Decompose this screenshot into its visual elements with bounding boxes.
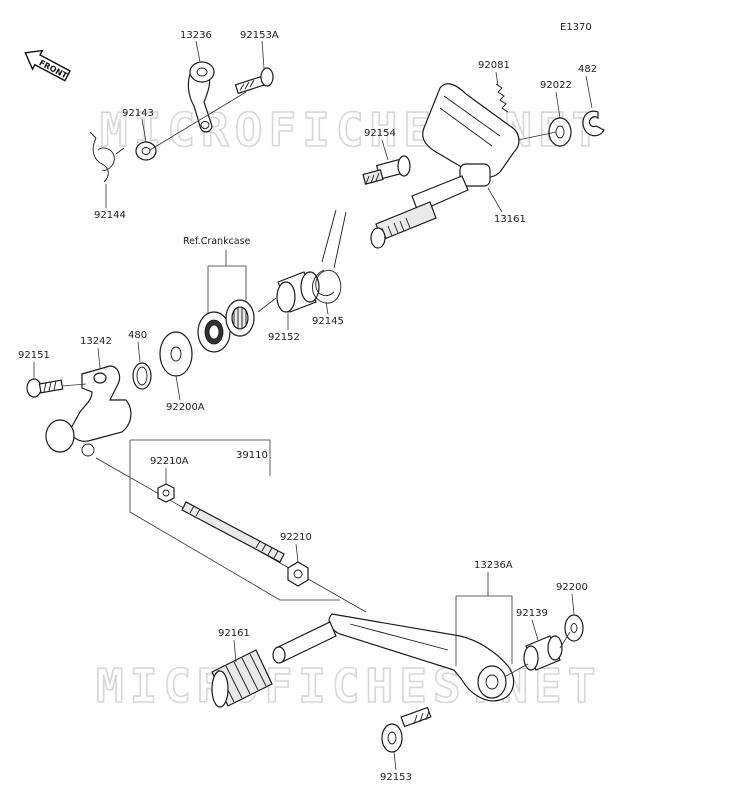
- label-92210A: 92210A: [150, 456, 189, 467]
- part-92161-pedal-rubber: [211, 649, 273, 708]
- part-92143-collar: [135, 141, 157, 161]
- label-39110: 39110: [236, 450, 268, 461]
- label-92151: 92151: [18, 350, 50, 361]
- label-92153: 92153: [380, 772, 412, 783]
- part-92210A-nut: [157, 483, 175, 503]
- part-13236A-shift-pedal: [272, 613, 515, 702]
- label-92161: 92161: [218, 628, 250, 639]
- part-labels: 13236 92153A 92143 92144 92081 482 92022…: [18, 30, 597, 783]
- part-92153A-bolt: [234, 67, 274, 95]
- part-92200A-washer: [159, 331, 193, 377]
- part-480-circlip: [132, 362, 152, 390]
- label-13236: 13236: [180, 30, 212, 41]
- label-92152: 92152: [268, 332, 300, 343]
- part-92081-spring: [495, 83, 509, 113]
- part-482-circlip: [582, 110, 605, 137]
- part-oil-seal: [197, 311, 231, 353]
- label-92022: 92022: [540, 80, 572, 91]
- label-92200A: 92200A: [166, 402, 205, 413]
- label-92210: 92210: [280, 532, 312, 543]
- label-92145: 92145: [312, 316, 344, 327]
- part-92151-bolt: [26, 378, 64, 398]
- part-needle-bearing: [225, 299, 255, 337]
- part-92145-return-spring: [312, 209, 347, 304]
- part-92144-spring: [89, 131, 125, 183]
- part-13161-shift-shaft: [370, 83, 520, 249]
- label-92139: 92139: [516, 608, 548, 619]
- label-13242: 13242: [80, 336, 112, 347]
- part-92200-washer: [564, 614, 584, 642]
- label-92143: 92143: [122, 108, 154, 119]
- watermark-top: MICROFICHES.NET: [100, 103, 605, 157]
- label-92153A: 92153A: [240, 30, 279, 41]
- part-92154-bolt: [362, 155, 411, 185]
- part-92153-bolt: [381, 706, 432, 753]
- part-92210-nut: [287, 561, 309, 587]
- label-482: 482: [578, 64, 597, 75]
- label-13236A: 13236A: [474, 560, 513, 571]
- watermark-bottom: MICROFICHES.NET: [96, 659, 601, 713]
- label-13161: 13161: [494, 214, 526, 225]
- part-tie-rod: [181, 501, 285, 563]
- label-92154: 92154: [364, 128, 396, 139]
- part-92022-washer: [548, 117, 572, 147]
- label-480: 480: [128, 330, 147, 341]
- part-13242-shift-arm: [45, 365, 132, 457]
- label-92144: 92144: [94, 210, 126, 221]
- diagram-code: E1370: [560, 22, 592, 33]
- label-ref-crankcase: Ref.Crankcase: [183, 236, 251, 247]
- label-92081: 92081: [478, 60, 510, 71]
- front-arrow-icon: FRONT: [24, 49, 71, 82]
- label-92200: 92200: [556, 582, 588, 593]
